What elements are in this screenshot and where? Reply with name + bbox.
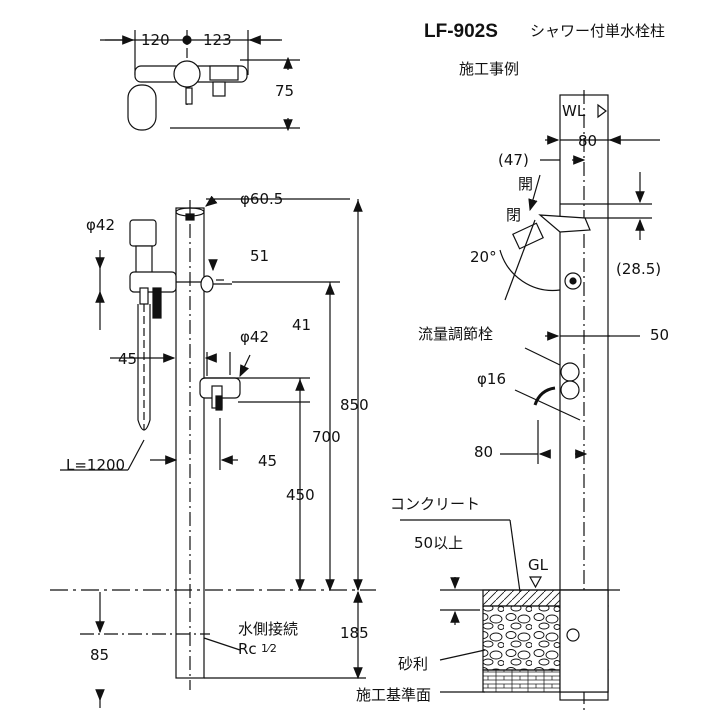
water-connection-fraction: 1⁄2 bbox=[261, 642, 277, 655]
ground-level-label: GL bbox=[528, 556, 548, 574]
drawing-subtitle: 施工事例 bbox=[459, 60, 520, 78]
dim-80-bottom: 80 bbox=[474, 443, 494, 461]
dim-45-right: 45 bbox=[258, 452, 278, 470]
dim-top-left: 120 bbox=[141, 31, 170, 49]
concrete-label: コンクリート bbox=[390, 495, 481, 513]
hose-length: L=1200 bbox=[66, 456, 126, 474]
product-description: シャワー付単水栓柱 bbox=[530, 22, 666, 40]
dim-28-5: (28.5) bbox=[616, 260, 662, 278]
front-view bbox=[50, 195, 376, 708]
top-view bbox=[100, 30, 300, 132]
dim-faucet-length: 41 bbox=[292, 316, 312, 334]
spout-diameter: φ16 bbox=[477, 370, 506, 388]
dim-450: 450 bbox=[286, 486, 315, 504]
gravel-label: 砂利 bbox=[398, 655, 429, 673]
water-connection-thread: Rc bbox=[238, 640, 257, 658]
dim-pipe-diameter: φ60.5 bbox=[240, 190, 284, 208]
water-connection-label: 水側接続 bbox=[238, 620, 299, 638]
dim-85: 85 bbox=[90, 646, 110, 664]
min-50-label: 50以上 bbox=[414, 534, 464, 552]
base-surface-label: 施工基準面 bbox=[356, 686, 432, 704]
dim-faucet-diameter: φ42 bbox=[240, 328, 269, 346]
dim-45-left: 45 bbox=[118, 350, 138, 368]
dim-handle-offset: 51 bbox=[250, 247, 270, 265]
flow-valve-label: 流量調節栓 bbox=[418, 325, 494, 343]
model-number: LF-902S bbox=[424, 21, 498, 42]
dim-185: 185 bbox=[340, 624, 369, 642]
angle-20: 20° bbox=[470, 248, 497, 266]
dim-47: (47) bbox=[498, 151, 529, 169]
dim-top-right: 123 bbox=[203, 31, 232, 49]
open-label: 開 bbox=[518, 175, 534, 193]
close-label: 閉 bbox=[506, 206, 522, 224]
dim-700: 700 bbox=[312, 428, 341, 446]
dim-top-height: 75 bbox=[275, 82, 295, 100]
water-level-label: WL bbox=[562, 102, 586, 120]
side-view bbox=[400, 90, 660, 710]
dim-shower-diameter: φ42 bbox=[86, 216, 115, 234]
dim-50: 50 bbox=[650, 326, 670, 344]
dim-80-top: 80 bbox=[578, 132, 598, 150]
dim-850: 850 bbox=[340, 396, 369, 414]
